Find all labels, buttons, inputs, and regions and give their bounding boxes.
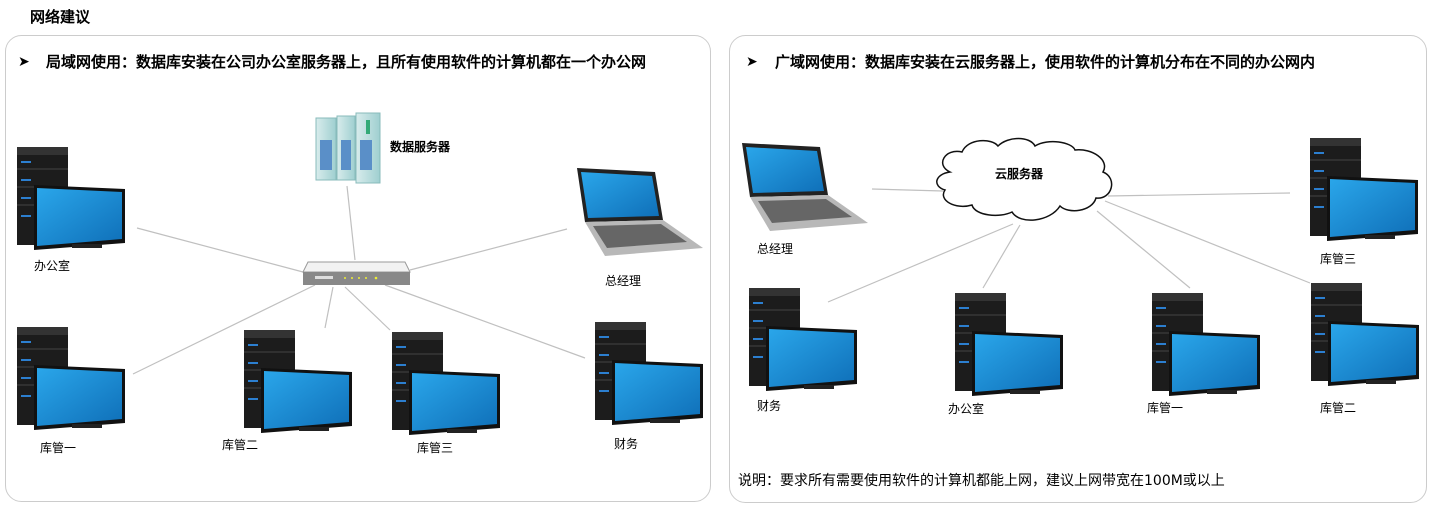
label-office: 办公室 — [34, 258, 70, 273]
label-manager: 总经理 — [605, 274, 641, 288]
cloud-label: 云服务器 — [995, 166, 1044, 181]
label-wh1: 库管一 — [40, 440, 76, 455]
data-server-icon — [315, 112, 381, 184]
lan-heading: 局域网使用：数据库安装在公司办公室服务器上，且所有使用软件的计算机都在一个办公网 — [45, 53, 646, 71]
label-finance: 财务 — [614, 436, 638, 451]
label-wh3: 库管三 — [1320, 251, 1356, 266]
cloud-server-icon — [936, 137, 1113, 221]
server-label: 数据服务器 — [390, 139, 451, 154]
wan-heading: 广域网使用：数据库安装在云服务器上，使用软件的计算机分布在不同的办公网内 — [775, 53, 1315, 71]
label-manager: 总经理 — [757, 242, 793, 256]
wan-note: 说明：要求所有需要使用软件的计算机都能上网，建议上网带宽在100M或以上 — [738, 472, 1225, 489]
router-icon — [302, 261, 411, 285]
wan-panel: ➤ 广域网使用：数据库安装在云服务器上，使用软件的计算机分布在不同的办公网内 云… — [729, 35, 1427, 503]
label-wh3: 库管三 — [417, 440, 453, 455]
label-office: 办公室 — [948, 401, 984, 416]
label-finance: 财务 — [757, 398, 781, 413]
wan-links — [827, 188, 1311, 303]
label-wh2: 库管二 — [222, 437, 258, 452]
label-wh2: 库管二 — [1320, 400, 1356, 415]
label-wh1: 库管一 — [1147, 400, 1183, 415]
page-title: 网络建议 — [30, 8, 91, 26]
lan-panel: ➤ 局域网使用：数据库安装在公司办公室服务器上，且所有使用软件的计算机都在一个办… — [5, 35, 711, 502]
bullet-arrow-icon: ➤ — [18, 54, 30, 70]
bullet-arrow-icon: ➤ — [746, 54, 758, 70]
lan-links — [132, 185, 586, 375]
